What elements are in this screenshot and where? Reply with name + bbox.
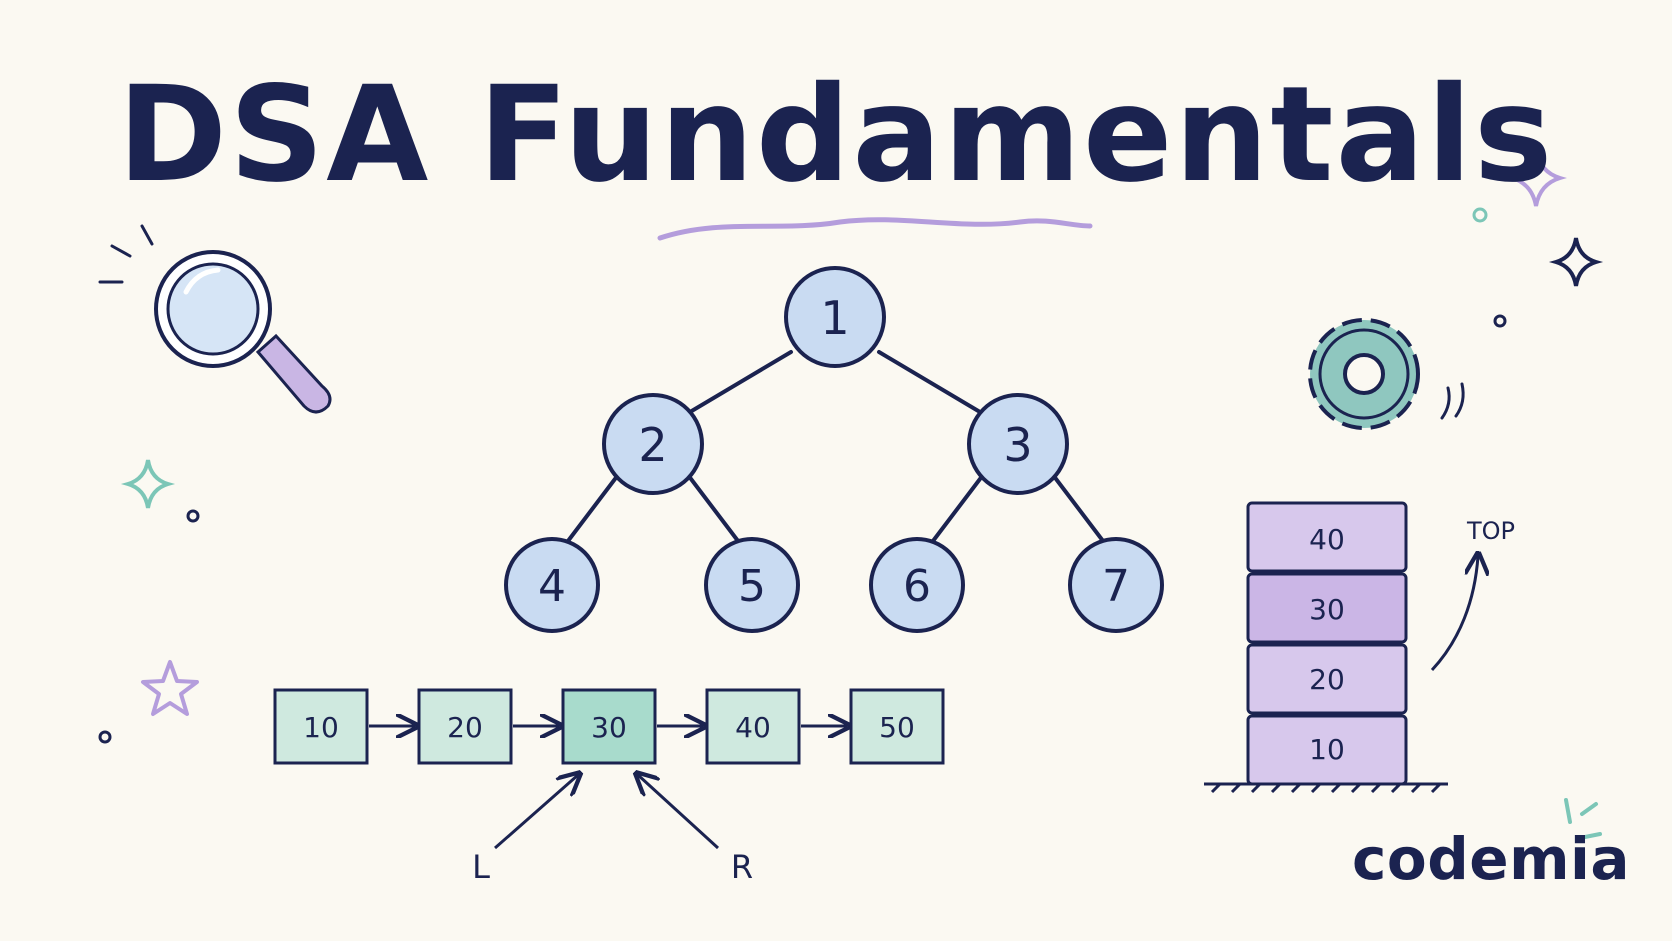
stack-top-label: TOP <box>1466 517 1515 545</box>
list-node: 40 <box>705 688 801 765</box>
title-underline <box>657 217 1093 241</box>
tree-node: 2 <box>602 393 704 495</box>
list-node-label: 20 <box>447 711 483 744</box>
star-icon <box>141 660 199 716</box>
tree-node-label: 3 <box>1003 418 1032 472</box>
list-node-active: 30 <box>561 688 657 765</box>
tree-node: 7 <box>1068 537 1164 633</box>
list-node: 10 <box>273 688 369 765</box>
stack-block: 20 <box>1246 643 1408 715</box>
tree-node: 4 <box>504 537 600 633</box>
stack-block-label: 30 <box>1309 593 1345 626</box>
stack-block-label: 20 <box>1309 663 1345 696</box>
top-arrow <box>1430 556 1478 672</box>
tree-node-label: 7 <box>1102 561 1130 612</box>
stack-base <box>1204 782 1448 794</box>
tree-node-label: 4 <box>538 561 566 612</box>
stack-block-label: 10 <box>1309 733 1345 766</box>
list-node: 20 <box>417 688 513 765</box>
tree-node-label: 2 <box>638 418 667 472</box>
list-node-label: 30 <box>591 711 627 744</box>
tree-node: 3 <box>967 393 1069 495</box>
brand-logo: codemia <box>1352 825 1631 893</box>
right-pointer-label: R <box>731 848 753 886</box>
list-node-label: 40 <box>735 711 771 744</box>
list-node-label: 10 <box>303 711 339 744</box>
stack-block: 10 <box>1246 714 1408 786</box>
sparkle-icon <box>120 149 1604 509</box>
list-node: 50 <box>849 688 945 765</box>
decorative-dots <box>98 207 1507 744</box>
tree-node: 6 <box>869 537 965 633</box>
list-node-label: 50 <box>879 711 915 744</box>
tree-node: 5 <box>704 537 800 633</box>
page-title: DSA Fundamentals <box>117 58 1555 212</box>
gear-icon <box>1308 318 1465 430</box>
tree-node-label: 5 <box>738 561 766 612</box>
stack-block: 40 <box>1246 501 1408 573</box>
tree-node-label: 6 <box>903 561 931 612</box>
brand-accent-icon <box>1564 798 1602 840</box>
stack-block-label: 40 <box>1309 523 1345 556</box>
pointer-arrows <box>494 775 720 850</box>
linked-list: 10 20 30 40 50 L R <box>273 688 945 886</box>
tree-node-label: 1 <box>820 291 849 345</box>
left-pointer-label: L <box>472 848 490 886</box>
stack: 40 30 20 10 TOP <box>1204 501 1515 794</box>
tree-edges <box>566 350 1105 543</box>
tree: 1 2 3 4 5 6 7 <box>504 266 1164 633</box>
stack-block: 30 <box>1246 572 1408 644</box>
magnifier-icon <box>98 224 332 414</box>
tree-node: 1 <box>784 266 886 368</box>
